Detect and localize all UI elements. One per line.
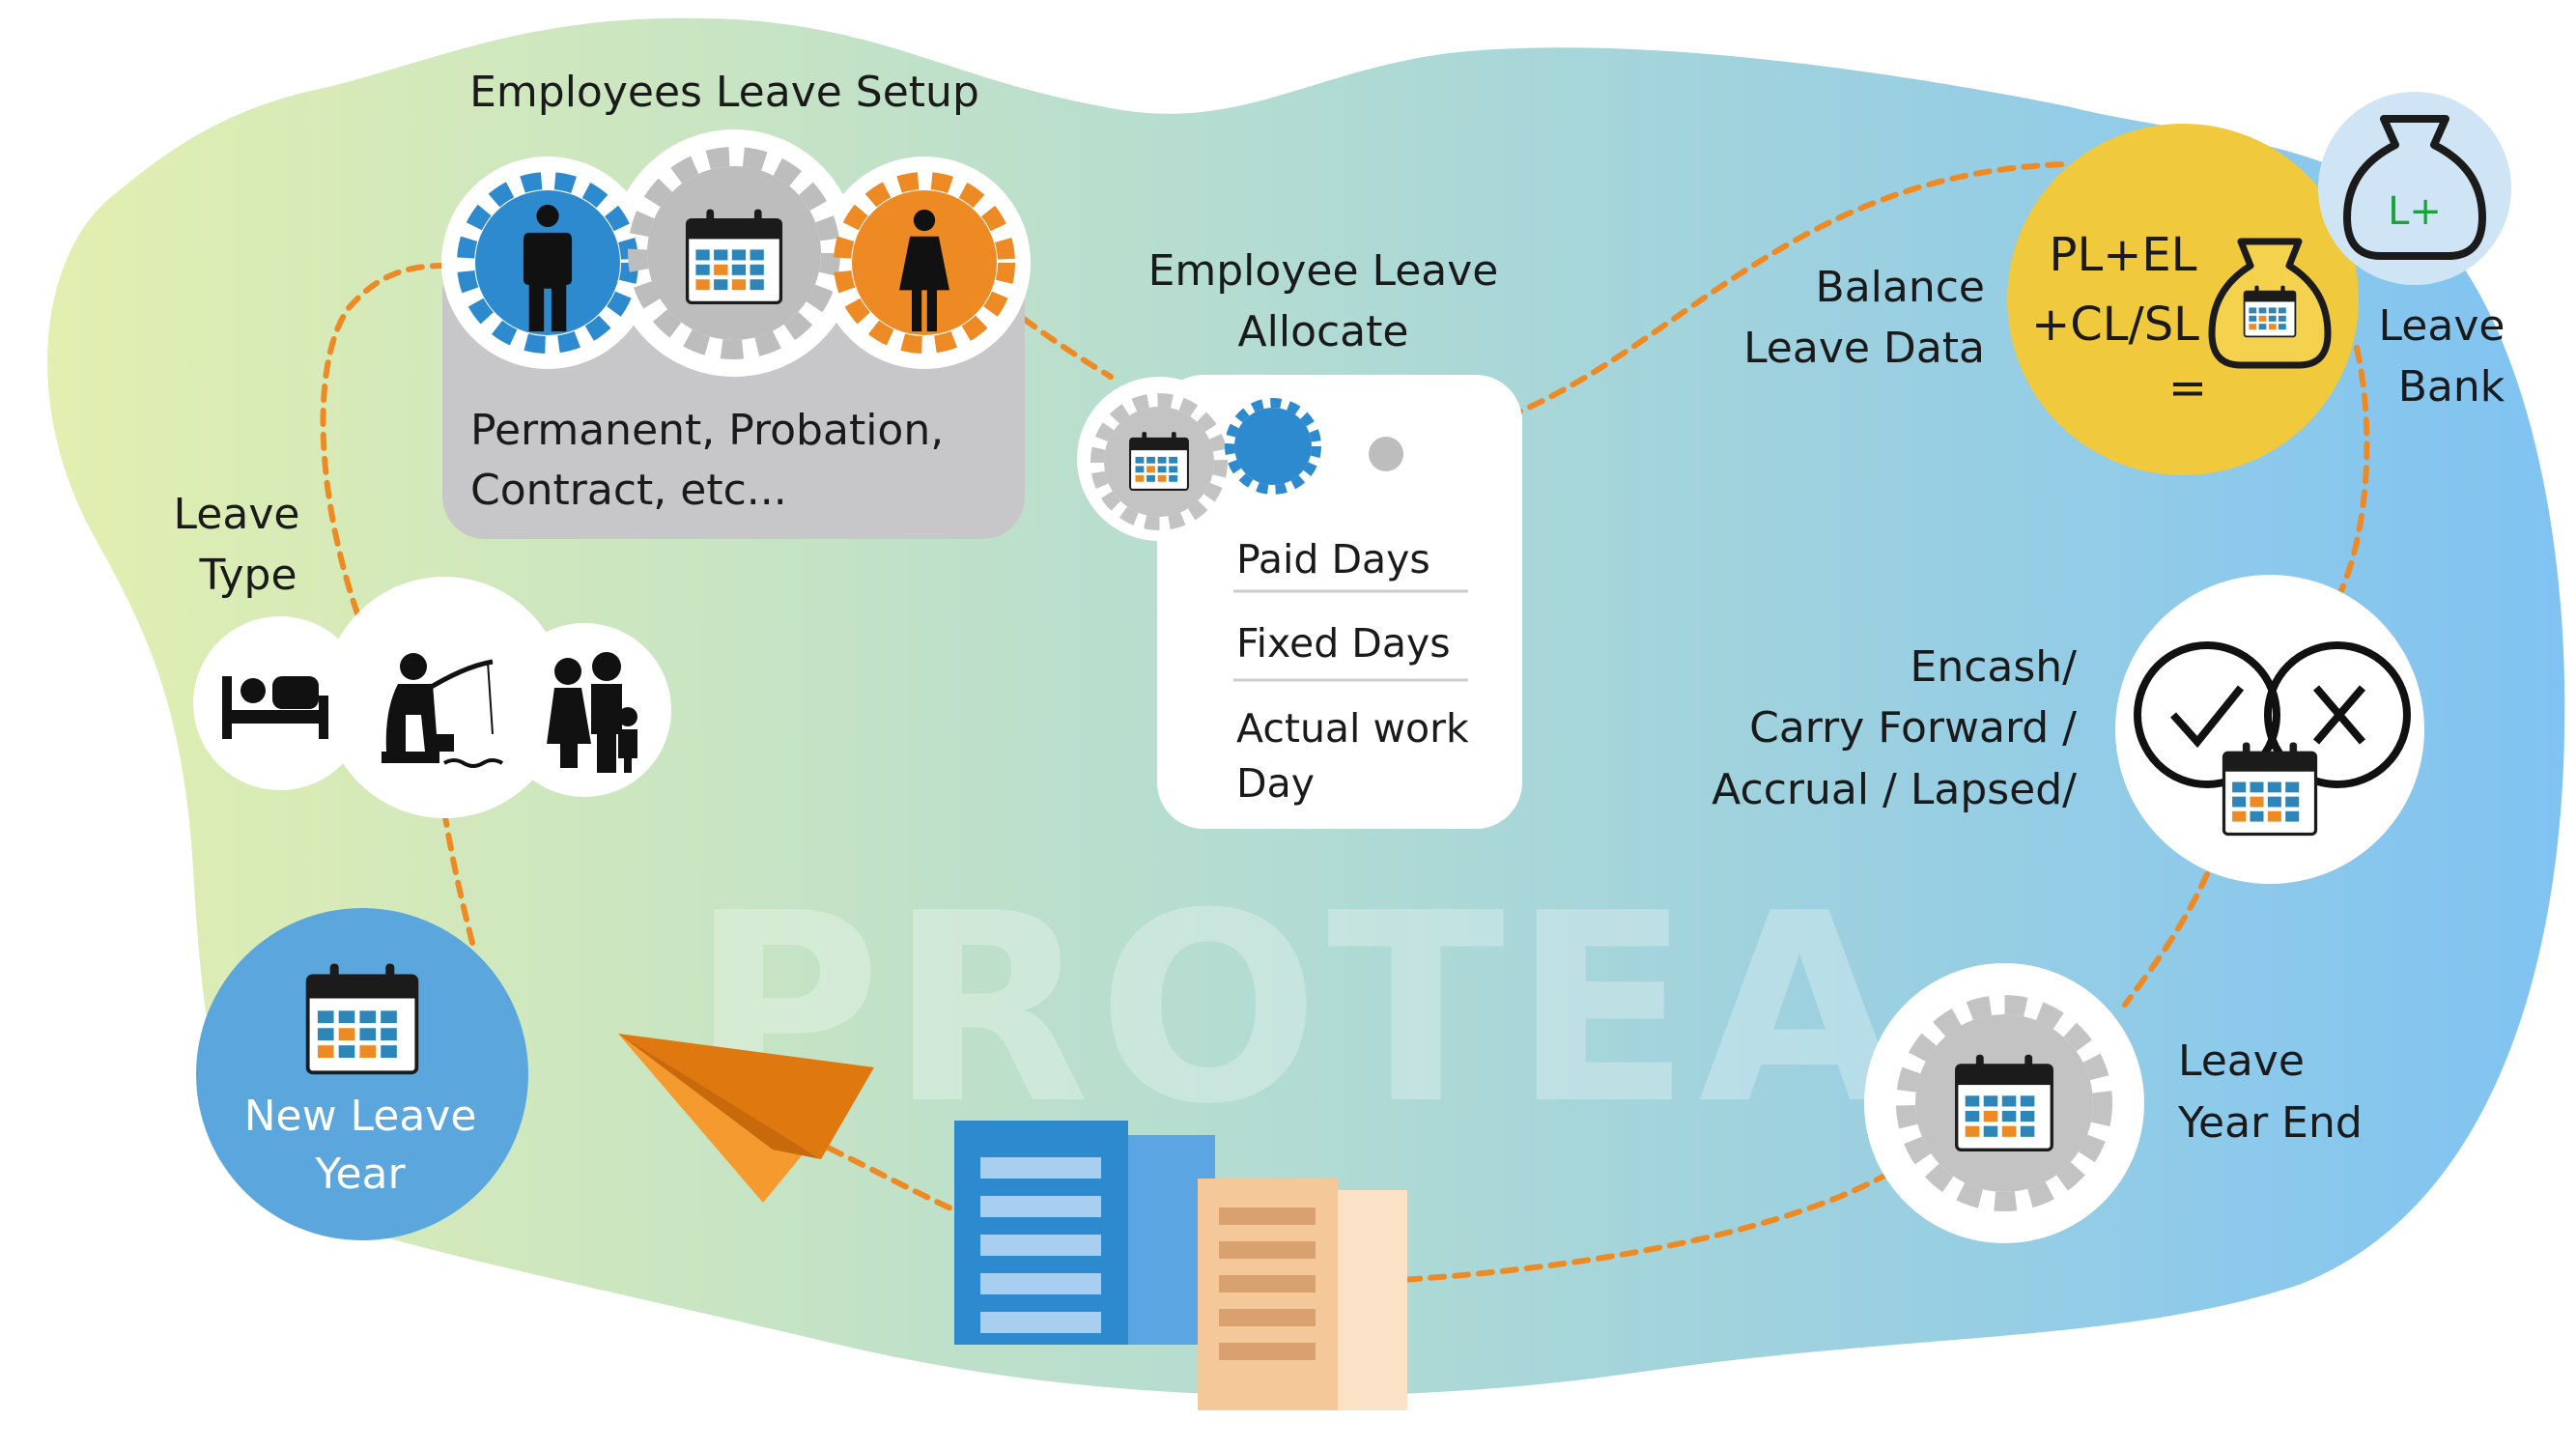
year-end-line-1: Leave	[2178, 1037, 2305, 1086]
option-fixed-days: Fixed Days	[1236, 620, 1451, 667]
encash-line-3: Accrual / Lapsed/	[1712, 765, 2077, 814]
setup-title: Employees Leave Setup	[469, 68, 979, 117]
sick-bed-icon	[222, 676, 328, 739]
leave-type-line-1: Leave	[174, 490, 300, 539]
setup-line-2: Contract, etc...	[470, 466, 787, 515]
paper-plane-icon	[618, 1034, 874, 1203]
family-icon	[547, 652, 637, 773]
setup-line-1: Permanent, Probation,	[470, 406, 944, 455]
watermark: PROTEA	[691, 857, 1909, 1161]
formula-line-1: PL+EL	[2050, 228, 2197, 282]
allocate-title-line-2: Allocate	[1238, 307, 1409, 356]
approve-reject-icon	[2134, 641, 2411, 788]
year-end-line-2: Year End	[2177, 1098, 2363, 1148]
calendar-icon	[1954, 1052, 2054, 1152]
balance-line-2: Leave Data	[1743, 324, 1985, 373]
bank-line-2: Bank	[2398, 362, 2505, 412]
gear-icon	[1225, 398, 1321, 495]
new-year-line-2: Year	[314, 1150, 406, 1199]
encash-line-1: Encash/	[1911, 642, 2078, 692]
calendar-icon	[2222, 740, 2318, 837]
new-year-line-1: New Leave	[244, 1092, 477, 1141]
encash-line-2: Carry Forward /	[1749, 703, 2077, 753]
option-actual-work: Actual work	[1236, 705, 1469, 752]
fishing-icon	[382, 653, 504, 768]
bank-badge: L+	[2388, 189, 2442, 234]
connector-dot	[1369, 437, 1403, 471]
allocate-card	[1157, 375, 1522, 829]
formula-line-3: =	[2168, 361, 2207, 415]
leave-type-line-2: Type	[198, 551, 297, 600]
money-bag-calendar-icon	[2208, 238, 2332, 369]
setup-icons	[441, 129, 1031, 377]
formula-circle	[2007, 124, 2359, 475]
option-actual-work-day: Day	[1236, 760, 1315, 807]
bank-line-1: Leave	[2379, 301, 2505, 351]
formula-line-2: +CL/SL	[2031, 298, 2199, 352]
calendar-icon	[685, 207, 783, 305]
money-bag-icon: L+	[2343, 115, 2486, 260]
allocate-title-line-1: Employee Leave	[1148, 246, 1499, 296]
option-paid-days: Paid Days	[1236, 536, 1430, 582]
leave-type-icons	[193, 577, 671, 818]
buildings-illustration	[954, 1121, 1407, 1410]
calendar-icon	[1128, 430, 1190, 491]
calendar-icon	[308, 964, 417, 1073]
balance-line-1: Balance	[1816, 263, 1985, 312]
